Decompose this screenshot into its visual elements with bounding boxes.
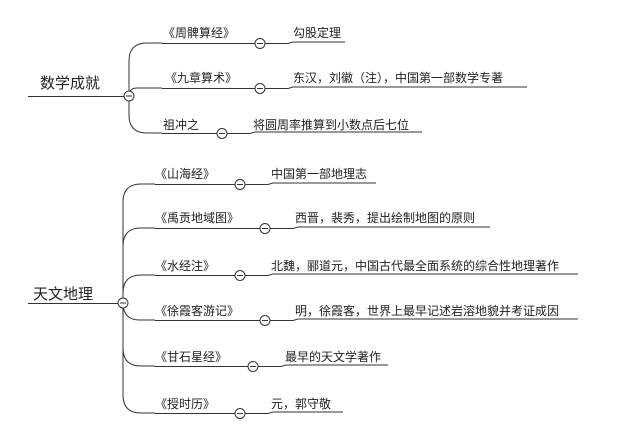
leaf-node-ganshi[interactable]: 最早的天文学著作 [285, 350, 382, 364]
leaf-node-shuijingzhu[interactable]: 北魏，郦道元，中国古代最全面系统的综合性地理著作 [271, 259, 560, 273]
branch-node-shuijingzhu[interactable]: 《水经注》 [155, 259, 216, 273]
collapse-toggle-icon[interactable] [234, 408, 246, 419]
branch-node-zhoubi[interactable]: 《周髀算经》 [163, 26, 236, 40]
root-node-astro-geo[interactable]: 天文地理 [33, 285, 94, 303]
leaf-underline-1-3 [270, 318, 578, 321]
leaf-underline-1-2 [245, 273, 578, 276]
collapse-toggle-icon[interactable] [117, 297, 129, 309]
branch-node-shoushili[interactable]: 《授时历》 [155, 397, 216, 411]
collapse-toggle-icon[interactable] [259, 223, 271, 234]
leaf-node-xuxiake[interactable]: 明，徐霞客，世界上最早记述岩溶地貌并考证成因 [295, 304, 560, 318]
branch-node-jiuzhang[interactable]: 《九章算术》 [165, 71, 238, 85]
branch-node-zuchongzhi[interactable]: 祖冲之 [163, 118, 200, 132]
leaf-node-zhoubi[interactable]: 勾股定理 [293, 26, 342, 40]
leaf-underline-1-5 [245, 411, 343, 414]
collapse-toggle-icon[interactable] [234, 179, 246, 190]
branch-connector-1-0 [122, 183, 155, 303]
collapse-toggle-icon[interactable] [216, 128, 228, 139]
branch-node-yugong[interactable]: 《禹贡地域图》 [155, 211, 240, 225]
collapse-toggle-icon[interactable] [123, 90, 135, 102]
leaf-underline-1-0 [245, 182, 376, 185]
leaf-underline-1-4 [258, 364, 388, 367]
branch-node-ganshi[interactable]: 《甘石星经》 [155, 350, 228, 364]
leaf-node-shoushili[interactable]: 元，郭守敬 [271, 397, 332, 411]
collapse-toggle-icon[interactable] [254, 83, 266, 94]
collapse-toggle-icon[interactable] [259, 315, 271, 326]
collapse-toggle-icon[interactable] [234, 270, 246, 281]
branch-connector-1-2 [122, 274, 155, 303]
leaf-node-zuchongzhi[interactable]: 将圆周率推算到小数点后七位 [253, 118, 410, 132]
leaf-node-jiuzhang[interactable]: 东汉，刘徽（注），中国第一部数学专著 [293, 71, 504, 85]
collapse-toggle-icon[interactable] [247, 361, 259, 372]
leaf-underline-0-0 [265, 41, 345, 44]
collapse-toggle-icon[interactable] [254, 38, 266, 49]
leaf-underline-0-2 [227, 131, 422, 134]
leaf-underline-0-1 [265, 86, 527, 89]
leaf-underline-1-1 [270, 226, 490, 229]
branch-connector-0-0 [128, 42, 162, 96]
branch-node-xuxiake[interactable]: 《徐霞客游记》 [155, 304, 240, 318]
root-node-math[interactable]: 数学成就 [40, 74, 101, 92]
branch-connector-1-4 [122, 303, 155, 367]
branch-node-shanhaijing[interactable]: 《山海经》 [155, 167, 216, 181]
leaf-node-yugong[interactable]: 西晋，裴秀，提出绘制地图的原则 [295, 211, 476, 225]
branch-connector-1-5 [122, 303, 155, 414]
branch-connector-1-1 [122, 227, 155, 303]
branch-connector-0-2 [128, 96, 162, 134]
leaf-node-shanhaijing[interactable]: 中国第一部地理志 [271, 167, 368, 181]
